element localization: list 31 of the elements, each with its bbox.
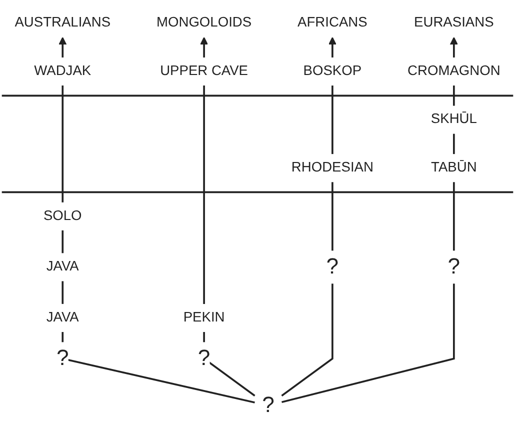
arrow [58, 36, 67, 58]
node-text: RHODESIAN [291, 160, 374, 176]
connector [62, 281, 64, 304]
node-text: CROMAGNON [408, 63, 500, 79]
node-text: WADJAK [34, 63, 92, 79]
node-text: JAVA [46, 258, 79, 274]
connector [62, 230, 64, 254]
arrow [200, 36, 208, 58]
connector [62, 86, 64, 202]
node-text: EURASIANS [414, 14, 494, 30]
node-text: BOSKOP [303, 63, 362, 79]
connector [453, 86, 455, 106]
connector [203, 86, 205, 304]
node-text: JAVA [46, 309, 79, 326]
edge-label: ? [198, 346, 210, 371]
connector [453, 134, 455, 154]
node-text: SKHŪL [430, 111, 477, 127]
node-text: AUSTRALIANS [14, 14, 111, 30]
edge-label: ? [326, 254, 339, 280]
node-text: TABŪN [431, 160, 477, 176]
node-text: MONGOLOIDS [156, 14, 252, 30]
node-text: UPPER CAVE [160, 63, 248, 79]
node-text: PEKIN [183, 309, 225, 326]
node-text: SOLO [43, 208, 82, 224]
arrow [450, 36, 458, 58]
edge-label: ? [56, 346, 69, 371]
arrow [328, 36, 336, 58]
connector [332, 86, 334, 154]
edge-label: ? [448, 254, 460, 280]
node-text: AFRICANS [298, 14, 368, 30]
node-text: ? [262, 392, 274, 418]
